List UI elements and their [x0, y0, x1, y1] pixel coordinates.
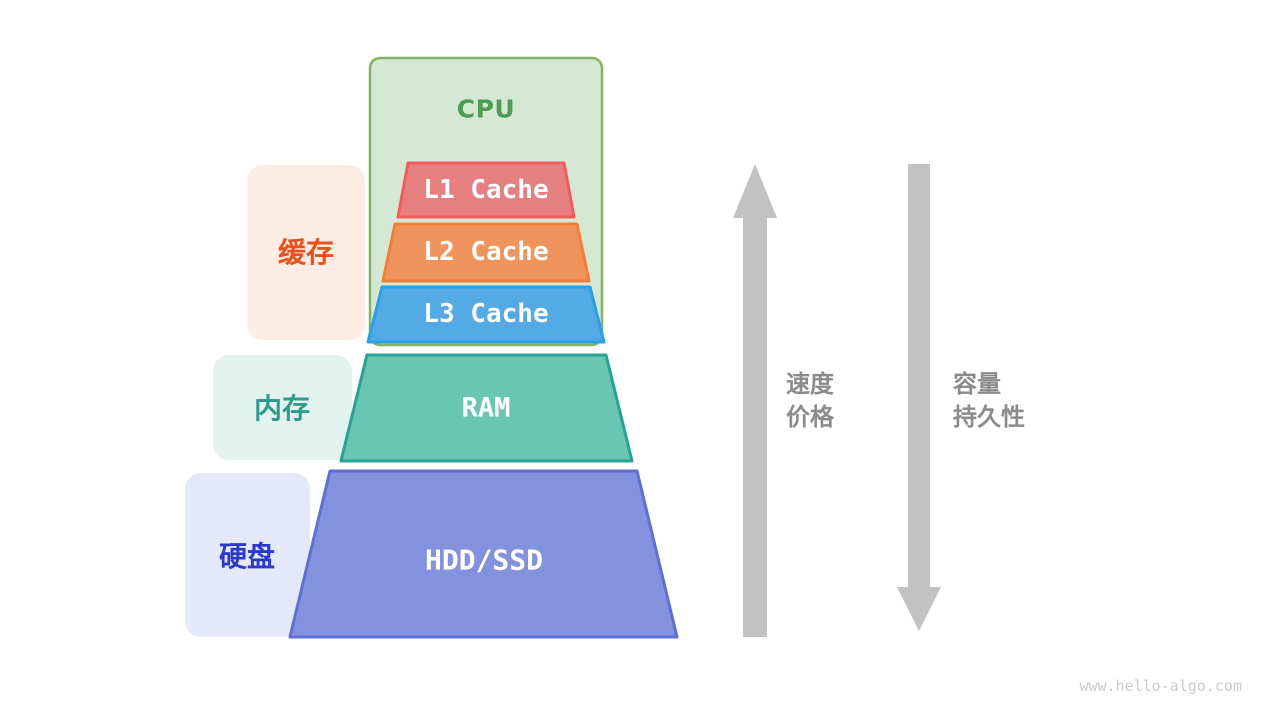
ram-trapezoid [339, 353, 634, 463]
memory-group-panel [213, 355, 352, 460]
durability-label: 持久性 [953, 403, 1025, 431]
l1-cache-trapezoid [396, 161, 576, 219]
down-arrow-icon [897, 164, 941, 631]
capacity-label: 容量 [953, 370, 1001, 398]
disk-group-panel [185, 473, 310, 637]
up-arrow-icon [733, 164, 777, 637]
down-arrow-caption: 容量 持久性 [953, 368, 1025, 434]
cache-group-panel [247, 165, 365, 340]
price-label: 价格 [786, 403, 834, 431]
l3-cache-trapezoid [366, 285, 606, 344]
watermark-url: www.hello-algo.com [1079, 677, 1242, 695]
up-arrow-caption: 速度 价格 [786, 368, 834, 434]
speed-label: 速度 [786, 370, 834, 398]
l2-cache-trapezoid [381, 222, 591, 283]
hdd-ssd-trapezoid [288, 469, 679, 639]
